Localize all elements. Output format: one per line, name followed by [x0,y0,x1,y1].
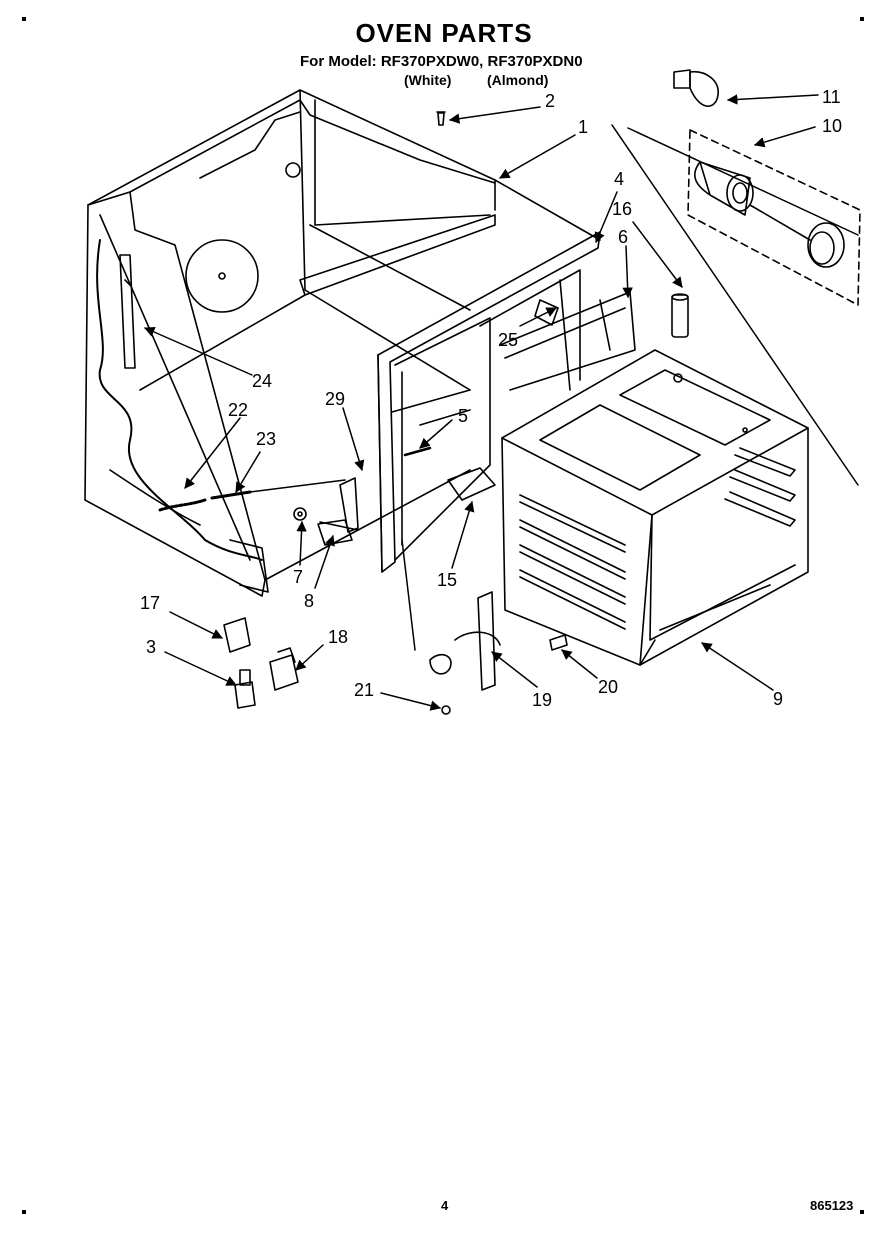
callout-15: 15 [437,570,458,590]
page-number: 4 [441,1198,449,1213]
corner-mark-top-left [22,17,26,21]
callout-25: 25 [498,330,519,350]
light-bulb-part-11 [673,69,719,107]
oven-rack-box-part-9 [501,349,809,666]
inner-frame-part-6 [499,279,636,391]
callout-5: 5 [458,406,469,426]
callout-17: 17 [140,593,161,613]
leveling-leg-part-3 [234,669,256,709]
callout-9: 9 [773,689,784,709]
callout-20: 20 [598,677,619,697]
callout-4: 4 [614,169,625,189]
bracket-part-29 [319,477,359,533]
corner-mark-bottom-left [22,1210,26,1214]
model-line: For Model: RF370PXDW0, RF370PXDN0 [300,53,583,70]
bracket-part-8 [317,519,353,546]
bracket-part-15 [447,467,496,501]
callout-18: 18 [328,627,349,647]
variant-almond-label: (Almond) [487,72,549,88]
page-title: OVEN PARTS [355,18,533,48]
callout-29: 29 [325,389,346,409]
corner-mark-bottom-right [860,1210,864,1214]
front-frame-part-4 [377,231,601,573]
callout-1: 1 [578,117,589,137]
light-assembly-part-10 [687,129,861,306]
callout-16: 16 [612,199,633,219]
washer-part-21 [441,705,451,715]
oven-body-part-1 [84,89,601,597]
nut-part-7 [293,507,307,521]
callout-8: 8 [304,591,315,611]
gasket-part-22 [158,498,207,512]
bolt-part-5 [403,446,432,457]
ignitor-part-25 [534,299,559,326]
callout-24: 24 [252,371,273,391]
callout-7: 7 [293,567,304,587]
bracket-part-17 [223,617,251,653]
callout-19: 19 [532,690,553,710]
cap-part-18 [269,647,299,691]
callout-21: 21 [354,680,375,700]
callout-3: 3 [146,637,157,657]
screw-part-2 [436,111,446,126]
callout-10: 10 [822,116,843,136]
callout-23: 23 [256,429,277,449]
corner-mark-top-right [860,17,864,21]
document-number: 865123 [810,1198,854,1213]
spring-part-23 [210,490,252,500]
hinge-part-19 [429,591,501,691]
callout-6: 6 [618,227,629,247]
callout-22: 22 [228,400,249,420]
variant-white-label: (White) [404,72,452,88]
pin-part-16 [671,293,689,338]
callout-2: 2 [545,91,556,111]
callout-11: 11 [822,87,841,107]
screw-part-20 [549,634,568,651]
leader-lines [144,94,859,711]
